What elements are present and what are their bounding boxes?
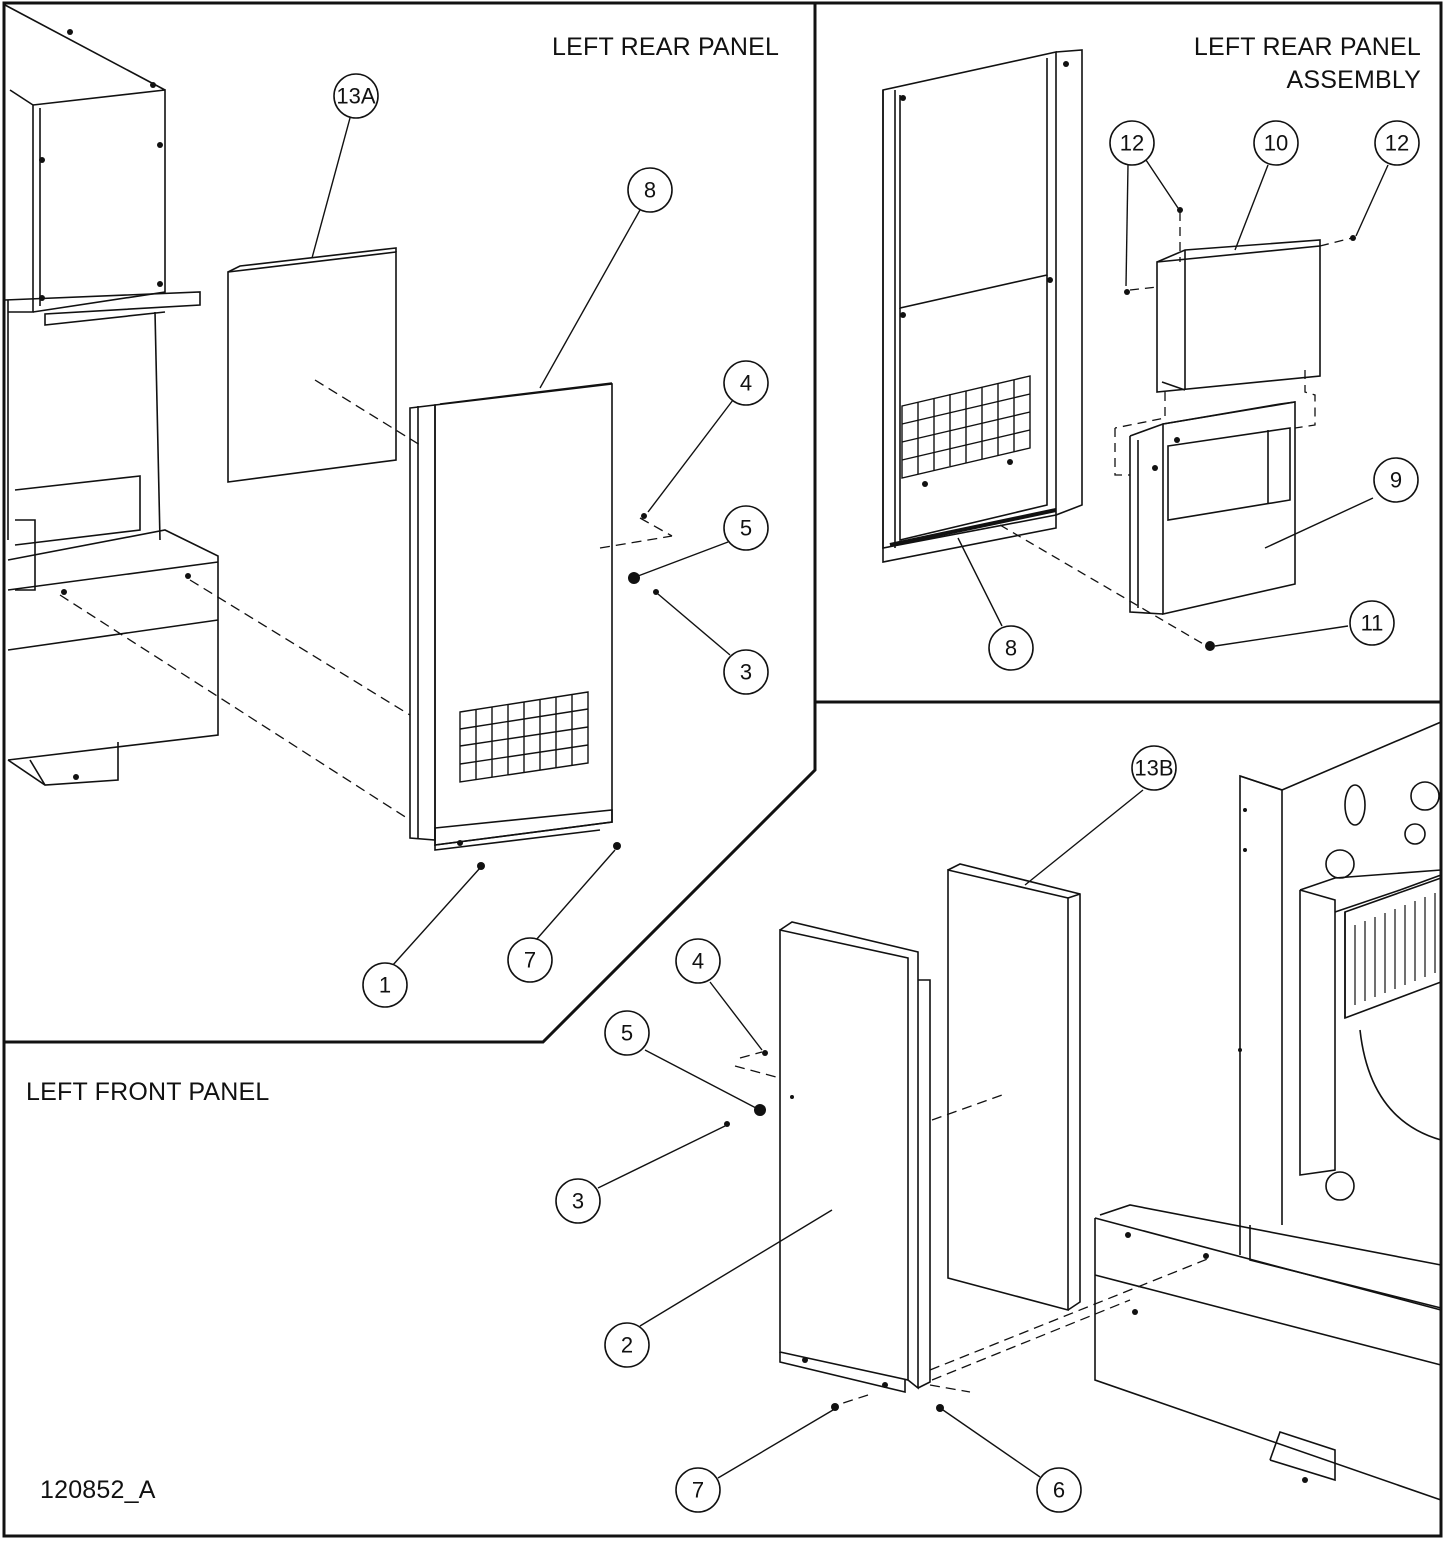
rear-panel-grille	[460, 692, 588, 782]
enclosure-box-10	[1157, 240, 1320, 392]
rear-panel-border	[4, 702, 815, 1042]
callout-2	[605, 1323, 649, 1367]
callout-12-right-label: 12	[1385, 131, 1409, 156]
left-rear-panel-title: LEFT REAR PANEL	[552, 33, 780, 61]
insulation-pad-13b	[948, 864, 1080, 1310]
callout-12-right	[1375, 121, 1419, 165]
generator-housing-partial	[5, 5, 218, 785]
callout-10-label: 10	[1264, 131, 1288, 156]
left-rear-assembly-title-line2: ASSEMBLY	[1286, 66, 1421, 94]
rear-alignment-lines	[60, 380, 672, 820]
callout-4-front-label: 4	[692, 949, 704, 974]
assembly-leader-lines	[958, 160, 1388, 646]
callout-1	[363, 963, 407, 1007]
insulation-pad-13a	[228, 252, 396, 482]
callout-12-left-label: 12	[1120, 131, 1144, 156]
callout-8-label: 8	[644, 178, 656, 203]
assembly-panel-8	[883, 50, 1082, 562]
callout-2-label: 2	[621, 1333, 633, 1358]
generator-front	[1095, 722, 1441, 1500]
left-rear-assembly-title-line1: LEFT REAR PANEL	[1193, 33, 1421, 61]
callout-9-label: 9	[1390, 468, 1402, 493]
callout-5-label: 5	[740, 516, 752, 541]
diagram-frame	[4, 3, 1441, 1536]
assembly-grille	[902, 376, 1030, 478]
left-rear-assembly-view	[883, 50, 1388, 651]
callout-13a-label: 13A	[336, 84, 375, 109]
callout-13b	[1132, 746, 1176, 790]
rear-panel-8	[410, 383, 612, 850]
callout-5-front	[605, 1011, 649, 1055]
callout-4-label: 4	[740, 371, 752, 396]
left-front-panel-view	[598, 722, 1441, 1500]
callout-13a	[334, 74, 378, 118]
callout-8-assembly	[989, 626, 1033, 670]
callout-11-label: 11	[1361, 611, 1384, 636]
rear-leader-lines	[312, 118, 733, 966]
assembly-alignment-lines	[1000, 212, 1352, 645]
callout-7-label: 7	[524, 948, 536, 973]
callout-8-assembly-label: 8	[1005, 636, 1017, 661]
left-rear-panel-view	[5, 5, 733, 966]
control-box-vents	[1355, 893, 1435, 1005]
callout-5-front-label: 5	[621, 1021, 633, 1046]
callout-7-front	[676, 1468, 720, 1512]
front-panel-2	[780, 922, 930, 1392]
callout-4	[724, 361, 768, 405]
callout-4-front	[676, 939, 720, 983]
callout-5	[724, 506, 768, 550]
callout-8	[628, 168, 672, 212]
callout-1-label: 1	[379, 973, 391, 998]
callout-6	[1037, 1468, 1081, 1512]
callout-6-label: 6	[1053, 1478, 1065, 1503]
enclosure-box-9	[1130, 402, 1295, 614]
drawing-number: 120852_A	[40, 1476, 156, 1504]
callout-12-left	[1110, 121, 1154, 165]
callout-7-front-label: 7	[692, 1478, 704, 1503]
callout-3-label: 3	[740, 660, 752, 685]
callout-13b-label: 13B	[1134, 756, 1173, 781]
callout-11	[1350, 601, 1394, 645]
callout-3-front-label: 3	[572, 1189, 584, 1214]
callout-9	[1374, 458, 1418, 502]
front-alignment-lines	[735, 1052, 1210, 1404]
left-front-panel-title: LEFT FRONT PANEL	[26, 1078, 270, 1106]
front-leader-lines	[598, 790, 1143, 1478]
callout-3	[724, 650, 768, 694]
callout-7	[508, 938, 552, 982]
callout-10	[1254, 121, 1298, 165]
callout-3-front	[556, 1179, 600, 1223]
assembly-panel-border	[815, 3, 1441, 702]
